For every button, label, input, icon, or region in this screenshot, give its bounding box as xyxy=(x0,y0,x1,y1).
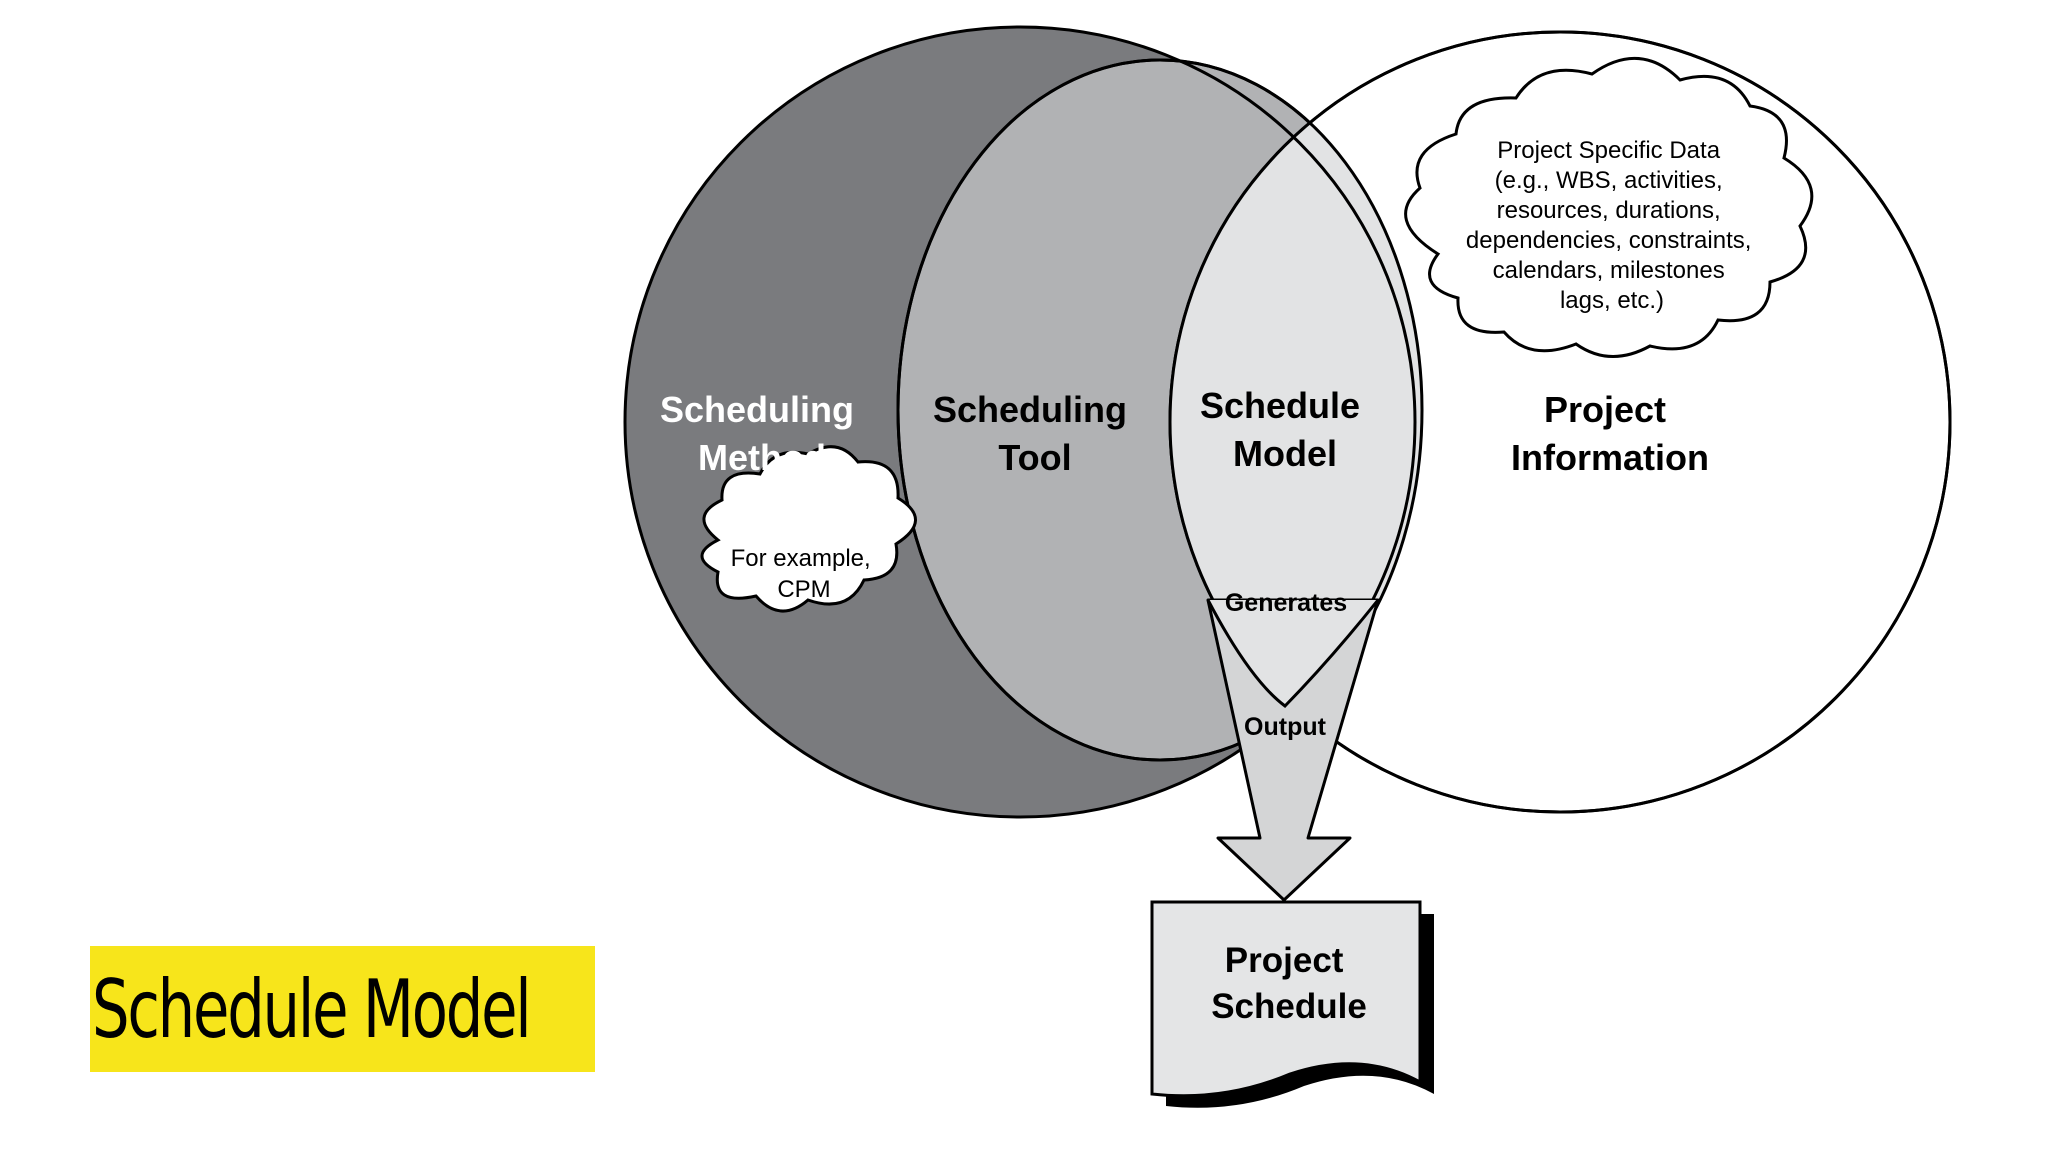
schedule-model-label-2: Model xyxy=(1233,433,1337,474)
svg-text:For example, CPM: For example, CPM xyxy=(731,545,878,603)
scheduling-method-label-2: Method xyxy=(698,437,826,478)
schedule-model-lens xyxy=(1170,60,1422,760)
output-label: Output xyxy=(1244,713,1327,741)
title-banner: Schedule Model xyxy=(90,946,595,1072)
data-cloud-line-3: resources, durations, xyxy=(1497,197,1721,224)
scheduling-tool-label-2: Tool xyxy=(998,437,1071,478)
project-information-label-2: Information xyxy=(1511,437,1709,478)
output-arrow xyxy=(1206,598,1380,902)
generates-label: Generates xyxy=(1225,589,1347,617)
project-data-cloud xyxy=(1404,56,1814,358)
scheduling-method-label-1: Scheduling xyxy=(660,389,854,430)
project-schedule-label-2: Schedule xyxy=(1211,987,1367,1026)
svg-text:Project Specific Data (e.g: Project Specific Data (e.g., WBS, activi… xyxy=(1466,137,1758,314)
project-schedule-document xyxy=(1150,900,1422,1098)
slide-title: Schedule Model xyxy=(92,962,532,1056)
svg-text:Scheduling Method: Scheduling Method xyxy=(660,389,864,478)
project-information-label-1: Project xyxy=(1544,389,1666,430)
schedule-model-label-1: Schedule xyxy=(1200,385,1360,426)
data-cloud-line-1: Project Specific Data xyxy=(1497,137,1720,164)
data-cloud-line-2: (e.g., WBS, activities, xyxy=(1495,167,1723,194)
svg-text:Project Schedule: Project Schedule xyxy=(1211,941,1367,1026)
svg-text:Schedule Model: Schedule Model xyxy=(1200,385,1370,474)
svg-text:Scheduling Tool: Scheduling Tool xyxy=(933,389,1137,478)
scheduling-tool-label-1: Scheduling xyxy=(933,389,1127,430)
method-cloud-line-2: CPM xyxy=(777,576,830,603)
method-example-cloud xyxy=(700,445,917,613)
data-cloud-line-5: calendars, milestones xyxy=(1493,257,1725,284)
method-cloud-line-1: For example, xyxy=(731,545,871,572)
data-cloud-line-6: lags, etc.) xyxy=(1560,287,1664,314)
data-cloud-line-4: dependencies, constraints, xyxy=(1466,227,1752,254)
project-schedule-label-1: Project xyxy=(1225,941,1344,980)
svg-text:Project Information: Project Information xyxy=(1511,389,1709,478)
